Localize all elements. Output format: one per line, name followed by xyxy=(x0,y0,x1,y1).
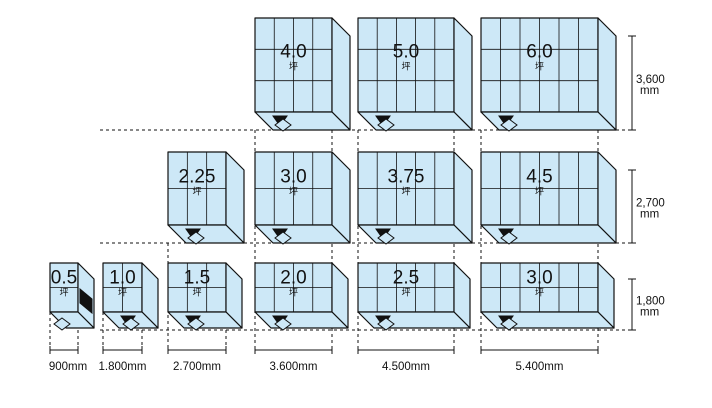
diamond-marker xyxy=(377,317,395,331)
diamond-marker xyxy=(187,231,205,245)
unit-size-label: 3.0 xyxy=(280,167,306,188)
unit-size-label: 5.0 xyxy=(393,41,419,62)
unit-size-label: 2.25 xyxy=(179,167,216,188)
diamond-marker xyxy=(187,317,205,331)
unit-side-face xyxy=(331,17,351,131)
unit-tsubo-label: 坪 xyxy=(192,187,201,198)
width-label: 1.800mm xyxy=(99,361,147,373)
unit-tsubo-label: 坪 xyxy=(535,61,544,72)
width-label: 5.400mm xyxy=(516,361,564,373)
unit-tsubo-label: 坪 xyxy=(289,187,298,198)
storage-unit-2-5: 2.5坪 xyxy=(357,262,471,331)
diamond-marker xyxy=(500,231,518,245)
unit-tsubo-label: 坪 xyxy=(535,187,544,198)
storage-unit-4-5: 4.5坪 xyxy=(480,151,617,245)
diamond-marker xyxy=(377,231,395,245)
unit-bottom-face xyxy=(357,311,471,329)
unit-size-label: 6.0 xyxy=(526,41,552,62)
height-label: 3,600 xyxy=(636,74,665,86)
unit-front-face xyxy=(357,17,455,113)
unit-tsubo-label: 坪 xyxy=(118,288,127,299)
height-label: 2,700 xyxy=(636,198,665,210)
width-label: 4.500mm xyxy=(382,361,430,373)
unit-size-label: 4.5 xyxy=(526,167,552,188)
unit-tsubo-label: 坪 xyxy=(59,288,68,299)
storage-unit-0-5: 0.5坪 xyxy=(49,262,95,331)
diamond-marker xyxy=(122,317,140,331)
diamond-marker xyxy=(274,231,292,245)
unit-size-label: 1.0 xyxy=(109,268,135,289)
unit-tsubo-label: 坪 xyxy=(289,288,298,299)
diamond-marker xyxy=(500,118,518,132)
unit-bottom-face xyxy=(254,311,349,329)
unit-bottom-face xyxy=(480,224,617,244)
width-label: 900mm xyxy=(49,361,87,373)
unit-tsubo-label: 坪 xyxy=(401,61,410,72)
height-label: 1,800 xyxy=(636,296,665,308)
diamond-marker xyxy=(377,118,395,132)
width-label: 2.700mm xyxy=(173,361,221,373)
diamond-marker xyxy=(53,317,71,331)
unit-size-label: 1.5 xyxy=(184,268,210,289)
unit-tsubo-label: 坪 xyxy=(401,187,410,198)
height-unit-label: mm xyxy=(640,307,659,319)
storage-unit-4-0: 4.0坪 xyxy=(254,17,351,132)
door-marker xyxy=(79,287,93,315)
width-label: 3.600mm xyxy=(270,361,318,373)
storage-unit-1-0: 1.0坪 xyxy=(102,262,159,331)
diamond-marker xyxy=(274,118,292,132)
unit-bottom-face xyxy=(357,111,473,131)
unit-tsubo-label: 坪 xyxy=(289,61,298,72)
unit-bottom-face xyxy=(357,224,473,244)
unit-bottom-face xyxy=(480,311,615,329)
storage-unit-5-0: 5.0坪 xyxy=(357,17,473,132)
unit-size-label: 0.5 xyxy=(51,268,77,289)
unit-side-face xyxy=(453,17,473,131)
unit-size-label: 4.0 xyxy=(280,41,306,62)
storage-unit-3-75: 3.75坪 xyxy=(357,151,473,245)
unit-size-label: 3.75 xyxy=(388,167,425,188)
unit-tsubo-label: 坪 xyxy=(192,288,201,299)
storage-unit-3-0: 3.0坪 xyxy=(480,262,615,331)
unit-tsubo-label: 坪 xyxy=(535,288,544,299)
storage-unit-6-0: 6.0坪 xyxy=(480,17,617,132)
unit-tsubo-label: 坪 xyxy=(401,288,410,299)
height-unit-label: mm xyxy=(640,85,659,97)
unit-side-face xyxy=(597,17,617,131)
storage-unit-1-5: 1.5坪 xyxy=(167,262,243,331)
unit-size-label: 3.0 xyxy=(526,268,552,289)
unit-size-label: 2.5 xyxy=(393,268,419,289)
storage-unit-2-25: 2.25坪 xyxy=(167,151,245,245)
storage-unit-2-0: 2.0坪 xyxy=(254,262,349,331)
unit-bottom-face xyxy=(480,111,617,131)
height-unit-label: mm xyxy=(640,209,659,221)
diamond-marker xyxy=(500,317,518,331)
unit-size-label: 2.0 xyxy=(280,268,306,289)
diamond-marker xyxy=(274,317,292,331)
storage-unit-3-0: 3.0坪 xyxy=(254,151,351,245)
